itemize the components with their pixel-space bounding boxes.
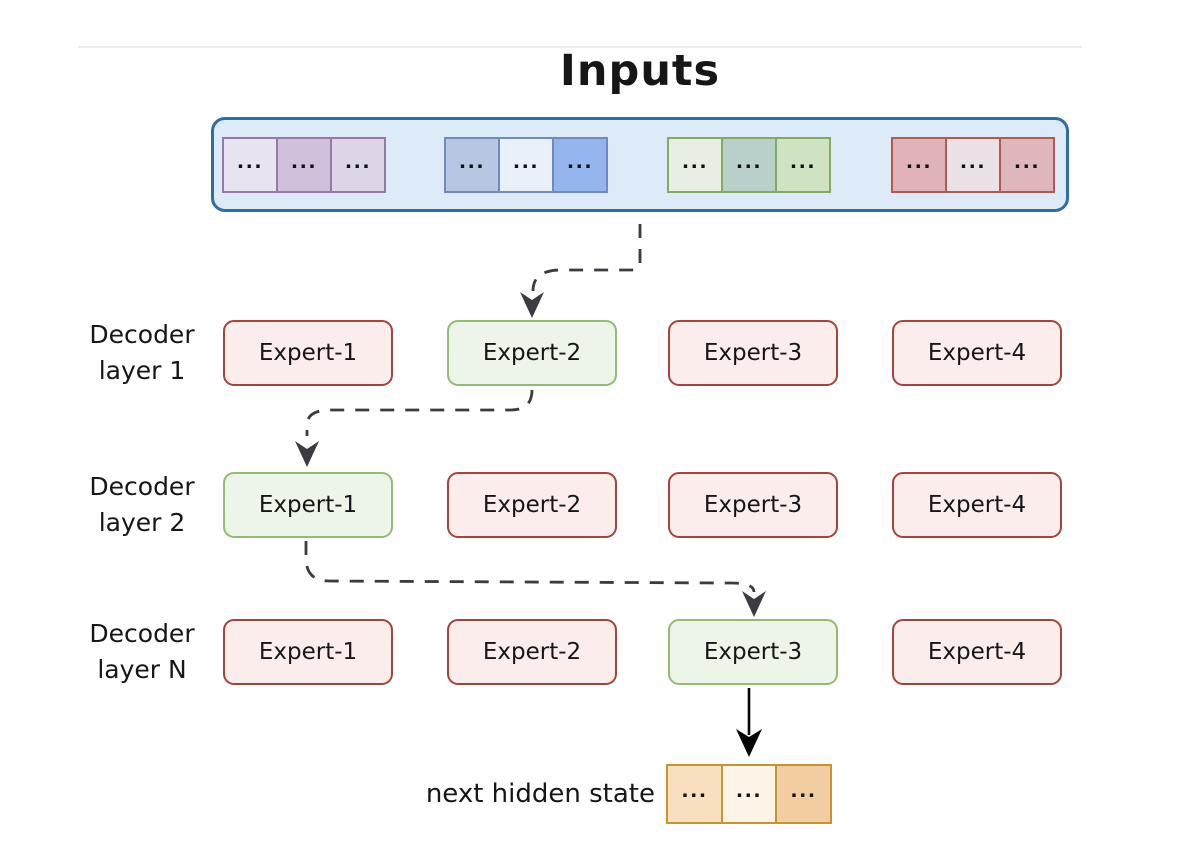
expert-label: Expert-4 (927, 639, 1027, 665)
ellipsis-dots: ... (959, 151, 987, 173)
layer-label-line: layer N (97, 655, 187, 684)
expert-box: Expert-2 (447, 619, 617, 685)
expert-box: Expert-3 (668, 472, 838, 538)
arrowhead-icon (742, 591, 766, 617)
expert-label: Expert-1 (258, 492, 358, 518)
ellipsis-dots: ... (344, 151, 372, 173)
expert-label: Expert-2 (482, 340, 582, 366)
arrowhead-icon (736, 729, 762, 757)
ellipsis-dots: ... (512, 151, 540, 173)
expert-box: Expert-1 (223, 320, 393, 386)
output-token-cell: ... (775, 764, 832, 824)
divider-line (78, 46, 1082, 48)
ellipsis-dots: ... (566, 151, 594, 173)
expert-label: Expert-2 (482, 639, 582, 665)
ellipsis-dots: ... (458, 151, 486, 173)
ellipsis-dots: ... (905, 151, 933, 173)
token-group-blue: ... ... ... (444, 137, 608, 193)
token-cell: ... (945, 137, 1001, 193)
token-cell: ... (891, 137, 947, 193)
expert-label: Expert-4 (927, 492, 1027, 518)
arrowhead-icon (295, 441, 319, 467)
output-token-cell: ... (720, 764, 778, 824)
ellipsis-dots: ... (790, 780, 817, 802)
expert-label: Expert-4 (927, 340, 1027, 366)
expert-label: Expert-1 (258, 639, 358, 665)
diagram-title: Inputs (559, 46, 721, 96)
output-token-cell: ... (666, 764, 723, 824)
routing-path-inputs-to-layer1 (531, 224, 642, 292)
expert-box: Expert-3 (668, 320, 838, 386)
token-cell: ... (667, 137, 723, 193)
routing-path-layer2-to-layerN (304, 541, 756, 593)
token-cell: ... (276, 137, 332, 193)
token-group-purple: ... ... ... (222, 137, 386, 193)
ellipsis-dots: ... (290, 151, 318, 173)
layer-label-line: layer 2 (98, 508, 186, 537)
routing-path-layer1-to-layer2 (305, 389, 534, 436)
token-cell: ... (444, 137, 500, 193)
ellipsis-dots: ... (681, 151, 709, 173)
layer-label-line: layer 1 (98, 356, 186, 385)
layer-label-line: Decoder (89, 320, 195, 349)
layer-label-n: Decoder layer N (52, 616, 232, 688)
expert-box: Expert-2 (447, 472, 617, 538)
token-cell: ... (498, 137, 554, 193)
expert-box: Expert-4 (892, 619, 1062, 685)
token-cell: ... (775, 137, 831, 193)
layer-label-2: Decoder layer 2 (52, 469, 232, 541)
expert-label: Expert-3 (703, 639, 803, 665)
expert-label: Expert-3 (703, 340, 803, 366)
ellipsis-dots: ... (1013, 151, 1041, 173)
token-cell: ... (330, 137, 386, 193)
expert-label: Expert-2 (482, 492, 582, 518)
token-cell: ... (552, 137, 608, 193)
layer-label-line: Decoder (89, 472, 195, 501)
token-cell: ... (222, 137, 278, 193)
ellipsis-dots: ... (236, 151, 264, 173)
expert-box-selected: Expert-2 (447, 320, 617, 386)
expert-box: Expert-4 (892, 320, 1062, 386)
expert-label: Expert-3 (703, 492, 803, 518)
expert-box: Expert-4 (892, 472, 1062, 538)
ellipsis-dots: ... (735, 780, 763, 802)
ellipsis-dots: ... (681, 780, 708, 802)
expert-box: Expert-1 (223, 619, 393, 685)
token-cell: ... (999, 137, 1055, 193)
token-cell: ... (721, 137, 777, 193)
layer-label-1: Decoder layer 1 (52, 317, 232, 389)
token-group-green: ... ... ... (667, 137, 831, 193)
layer-label-line: Decoder (89, 619, 195, 648)
expert-label: Expert-1 (258, 340, 358, 366)
expert-box-selected: Expert-1 (223, 472, 393, 538)
output-token-group: ... ... ... (666, 764, 832, 824)
arrowhead-icon (520, 292, 544, 318)
expert-box-selected: Expert-3 (668, 619, 838, 685)
token-group-red: ... ... ... (891, 137, 1055, 193)
ellipsis-dots: ... (789, 151, 817, 173)
ellipsis-dots: ... (735, 151, 763, 173)
next-hidden-state-label: next hidden state (425, 779, 655, 809)
